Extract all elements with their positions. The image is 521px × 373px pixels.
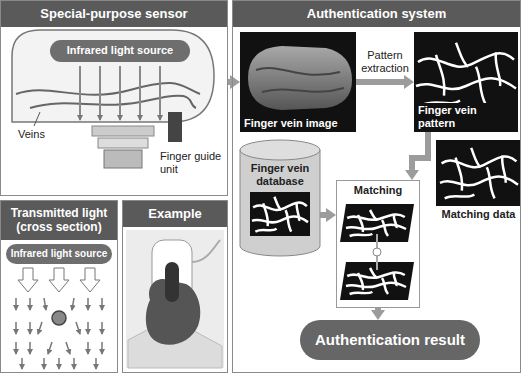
leader-line <box>34 112 40 126</box>
sensor-panel: Special-purpose sensorInfrared light sou… <box>0 0 228 196</box>
hollow-arrow <box>18 268 38 292</box>
finger-illustration <box>12 30 214 168</box>
sensor-part <box>104 150 142 168</box>
database-illustration <box>240 140 320 256</box>
matching-box: Matching <box>336 180 420 308</box>
image-ground <box>414 32 518 132</box>
cylinder-top <box>240 140 320 160</box>
node-label: Matching <box>337 181 419 197</box>
result-label: Authentication result <box>315 331 465 349</box>
arrow-head <box>405 170 419 180</box>
vein-shadow <box>256 68 344 92</box>
panel-heading: Transmitted light (cross section) <box>1 201 117 240</box>
light-source-label: Infrared light source <box>6 244 112 264</box>
arrow-shaft <box>412 132 428 170</box>
arrow-shaft <box>228 79 230 85</box>
flow-arrow <box>320 208 336 222</box>
vein-pattern <box>346 268 406 294</box>
vein-pattern-picture <box>414 32 518 132</box>
vein-line <box>30 96 196 108</box>
vein-line <box>16 83 200 95</box>
matching-data-box: Matching data <box>436 140 521 224</box>
example-photo <box>126 230 224 368</box>
panel-heading: Authentication system <box>233 1 520 27</box>
pill-label: Infrared light source <box>11 248 108 260</box>
image-ground <box>240 32 356 132</box>
cross-section-illustration <box>16 268 102 369</box>
image-caption: Finger vein pattern <box>414 103 518 132</box>
arrow-head <box>404 75 414 89</box>
panel-heading: Example <box>123 201 227 227</box>
matching-illustration <box>340 204 414 300</box>
vein-image-picture <box>240 32 356 132</box>
sensor-part <box>98 138 148 148</box>
arrow-head <box>371 310 385 320</box>
light-rays <box>80 66 160 120</box>
panel-heading: Special-purpose sensor <box>1 1 227 27</box>
image-ground <box>436 140 521 206</box>
result-pill: Authentication result <box>300 320 480 360</box>
matching-data-picture <box>436 140 521 206</box>
finger <box>165 262 179 302</box>
vein-pattern <box>440 148 518 198</box>
flow-arrow <box>405 132 428 180</box>
flow-arrow <box>371 308 385 320</box>
arrow-shaft <box>320 212 326 218</box>
vein-pattern <box>252 197 308 232</box>
hollow-arrow <box>80 268 100 292</box>
hollow-arrow <box>49 268 69 292</box>
vein-image-box: Finger vein image <box>240 32 356 132</box>
match-dot <box>373 248 381 256</box>
pill-label: Infrared light source <box>67 44 173 57</box>
node-label: Finger vein database <box>240 140 320 188</box>
finger-guide <box>168 112 182 142</box>
photo-ground <box>126 230 224 368</box>
image-ground <box>250 192 310 236</box>
vein-pattern <box>416 43 516 105</box>
cross-section-panel: Transmitted light (cross section) Infrare… <box>0 200 118 373</box>
finger-outline <box>12 30 214 122</box>
vein-section <box>52 311 66 325</box>
node-label: Matching data <box>436 140 521 221</box>
edge-label: Pattern extraction <box>357 49 413 75</box>
part-label: Finger guide unit <box>160 150 224 176</box>
cable <box>192 240 220 262</box>
flow-arrow <box>356 75 414 89</box>
sensor-part <box>92 126 154 136</box>
vein-pattern-box: Finger vein pattern <box>414 32 518 132</box>
finger-image <box>248 46 352 110</box>
example-panel: Example <box>122 200 228 373</box>
image-caption: Finger vein image <box>240 116 342 132</box>
scatter-arrows <box>16 298 102 369</box>
light-source-label: Infrared light source <box>50 40 190 62</box>
arrow-shaft <box>356 79 404 85</box>
database-cylinder: Finger vein database <box>240 140 320 250</box>
flow-arrow <box>228 75 240 89</box>
arrow-shaft <box>375 308 381 310</box>
part-label: Veins <box>18 128 62 141</box>
vein-pattern <box>346 210 406 236</box>
arrow-head <box>326 208 336 222</box>
